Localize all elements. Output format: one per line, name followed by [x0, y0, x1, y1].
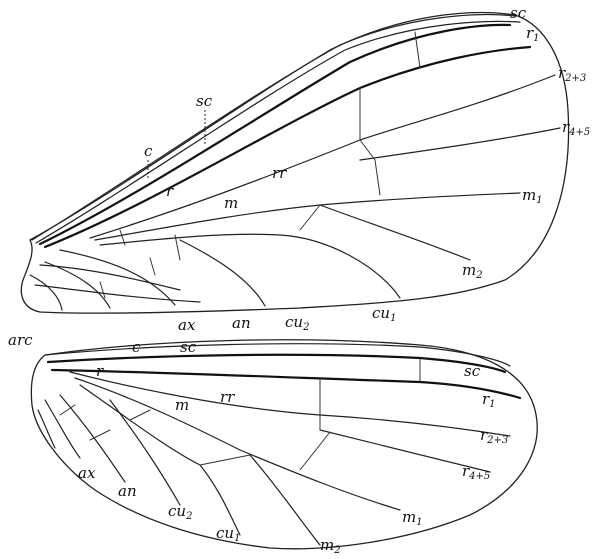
fore-anal-3 [30, 275, 62, 310]
hind-label-m2: m2 [320, 536, 341, 556]
fore-costa [32, 15, 515, 240]
hind-cubitus [80, 385, 240, 535]
hind-radial-sector [70, 372, 510, 436]
hind-label-r23: r2+3 [480, 426, 508, 446]
hind-crossvein [200, 455, 250, 465]
hind-label-cu1: cu1 [216, 524, 240, 544]
hind-crossvein [90, 430, 110, 440]
fore-cu2 [180, 240, 265, 306]
hind-label-an: an [118, 482, 137, 500]
fore-wing: sc r1 r2+3 r4+5 m1 m2 cu1 cu2 an ax arc … [8, 4, 590, 349]
fore-anal-loop2 [35, 285, 200, 302]
fore-r45 [360, 128, 560, 160]
fore-label-rr: rr [272, 164, 287, 182]
fore-label-m2: m2 [462, 261, 483, 281]
hind-label-sc-tip: sc [464, 362, 481, 380]
fore-crossvein [375, 160, 380, 195]
fore-crossvein [360, 140, 375, 160]
hind-crossvein [300, 432, 330, 470]
hind-label-r45: r4+5 [462, 462, 490, 482]
hind-label-cu2: cu2 [168, 502, 192, 522]
fore-label-m1: m1 [522, 186, 543, 206]
hind-label-sc-base: sc [180, 338, 197, 356]
hind-crossvein [130, 410, 150, 420]
hind-subcosta [48, 355, 505, 372]
fore-cubitus [100, 234, 400, 298]
fore-crossvein [175, 235, 180, 260]
fore-label-cu2: cu2 [285, 313, 309, 333]
hind-label-ax: ax [78, 464, 96, 482]
hind-label-m: m [175, 396, 189, 414]
fore-label-sc: sc [196, 92, 213, 110]
hind-label-r1: r1 [482, 390, 496, 410]
hind-wing: c sc r m rr sc r1 r2+3 r4+5 m1 m2 cu1 cu… [31, 338, 537, 556]
fore-label-cu1: cu1 [372, 304, 396, 324]
fore-label-sc-tip: sc [510, 4, 527, 22]
fore-label-an: an [232, 314, 251, 332]
fore-label-arc: arc [8, 331, 33, 349]
hind-anal-2 [45, 400, 80, 458]
fore-label-r: r [166, 182, 174, 200]
fore-crossvein [300, 205, 320, 230]
hind-label-c: c [132, 338, 141, 356]
fore-label-m: m [224, 194, 238, 212]
fore-label-c: c [144, 142, 153, 160]
fore-media [95, 193, 520, 240]
hind-label-m1: m1 [402, 508, 423, 528]
fore-label-ax: ax [178, 316, 196, 334]
fore-radial-sector [90, 75, 555, 238]
fore-label-r45: r4+5 [562, 118, 590, 138]
fore-label-r1: r1 [526, 24, 540, 44]
hind-label-r: r [96, 362, 104, 380]
hind-label-rr: rr [220, 388, 235, 406]
fore-label-r23: r2+3 [558, 64, 586, 84]
fore-subcosta [40, 25, 510, 244]
fore-crossvein [150, 258, 155, 275]
fore-wing-outline [21, 13, 568, 314]
